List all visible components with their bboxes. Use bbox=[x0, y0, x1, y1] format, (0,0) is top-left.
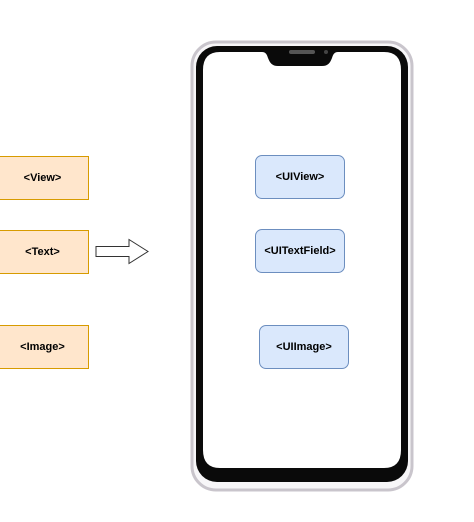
rn-image-box: <Image> bbox=[0, 325, 89, 369]
ios-uitextfield-label: <UITextField> bbox=[264, 245, 336, 257]
ios-uiimage-label: <UIImage> bbox=[276, 341, 332, 353]
ios-uiimage-box: <UIImage> bbox=[259, 325, 349, 369]
rn-text-box: <Text> bbox=[0, 230, 89, 274]
rn-image-label: <Image> bbox=[20, 341, 65, 353]
ios-uiview-box: <UIView> bbox=[255, 155, 345, 199]
rn-view-label: <View> bbox=[23, 172, 62, 184]
right-arrow-icon bbox=[95, 238, 149, 265]
ios-uitextfield-box: <UITextField> bbox=[255, 229, 345, 273]
ios-uiview-label: <UIView> bbox=[275, 171, 325, 183]
rn-text-label: <Text> bbox=[25, 246, 60, 258]
rn-view-box: <View> bbox=[0, 156, 89, 200]
